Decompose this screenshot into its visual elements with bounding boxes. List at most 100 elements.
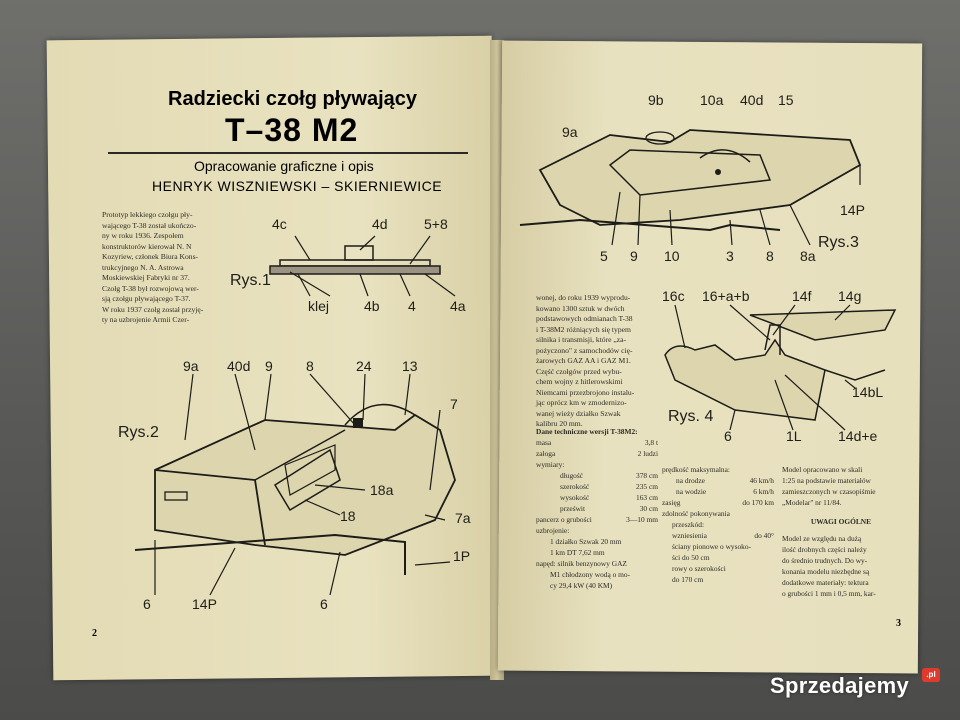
model-note-line: zamieszczonych w czasopiśmie — [782, 487, 876, 496]
fig3-label: 3 — [726, 248, 734, 264]
title-line1: Radziecki czołg pływający — [168, 88, 417, 110]
title-line2: T–38 M2 — [225, 112, 359, 148]
notes-line: ilość drobnych części należy — [782, 545, 867, 554]
body-line: kowano 1300 sztuk w dwóch — [536, 303, 625, 313]
body-line: silnika i transmisji, które „za- — [536, 335, 627, 344]
figure-4-drawing — [664, 304, 897, 431]
watermark-badge: .pl — [922, 668, 940, 682]
fig1-label: 5+8 — [424, 216, 448, 232]
fig2-label: 13 — [402, 358, 418, 374]
watermark-text: Sprzedajemy — [770, 673, 910, 698]
fig3-label: 15 — [778, 92, 794, 108]
tech-row: prędkość maksymalna: — [662, 465, 730, 474]
figure-2-drawing — [134, 373, 456, 596]
fig3-label: 10a — [700, 92, 724, 108]
body-line: kalibru 20 mm. — [536, 419, 583, 428]
tech-heading: Dane techniczne wersji T-38M2: — [536, 427, 638, 436]
fig2-label: 18 — [340, 508, 356, 524]
fig3-label: 9 — [630, 248, 638, 264]
model-note-line: 1:25 na podstawie materiałów — [782, 476, 871, 485]
model-note-line: „Modelar" nr 11/84. — [782, 498, 842, 507]
fig2-label: 40d — [227, 358, 251, 374]
title-rule — [108, 152, 468, 154]
fig2-label: 24 — [356, 358, 372, 374]
fig1-label: 4d — [372, 216, 388, 232]
model-note-line: Model opracowano w skali — [782, 465, 863, 474]
notes-line: Model ze względu na dużą — [782, 534, 862, 543]
intro-line: ny w roku 1936. Zespołem — [102, 231, 184, 240]
figure-1-drawing — [269, 235, 456, 297]
tech-data-col3: Model opracowano w skali 1:25 na podstaw… — [782, 464, 900, 599]
tech-row: cy 29,4 kW (40 KM) — [550, 581, 613, 590]
intro-line: Moskiewskiej Fabryki nr 37. — [102, 273, 190, 282]
intro-line: Prototyp lekkiego czołgu pły- — [102, 210, 193, 219]
left-page-number: 2 — [92, 628, 97, 639]
tech-row: do 170 cm — [672, 575, 704, 584]
tech-row: rowy o szerokości — [672, 564, 726, 573]
tech-row: M1 chłodzony wodą o mo- — [550, 570, 631, 579]
fig1-caption: Rys.1 — [230, 272, 271, 289]
body-line: chem wojny z hitlerowskimi — [536, 377, 623, 386]
body-line: wonej, do roku 1939 wyprodu- — [536, 293, 631, 302]
body-line: i T-38M2 różniących się typem — [536, 324, 631, 334]
body-line: podstawowych odmianach T-38 — [536, 314, 633, 323]
tech-row: przeszkód: — [672, 520, 705, 529]
intro-line: ty na uzbrojenie Armii Czer- — [102, 315, 190, 324]
body-line: jąc oprócz km w zmodernizo- — [536, 398, 627, 407]
fig4-label: 14f — [792, 288, 812, 304]
notes-line: o grubości 1 mm i 0,5 mm, kar- — [782, 589, 876, 598]
tech-row: ściany pionowe o wysoko- — [672, 542, 752, 551]
fig2-label: 1P — [453, 548, 471, 564]
fig3-label: 8a — [800, 248, 816, 264]
body-line: Niemcami przezbrojono instalu- — [536, 387, 635, 397]
fig1-label: klej — [308, 298, 330, 314]
fig3-caption: Rys.3 — [818, 234, 859, 251]
intro-line: sją czołgu pływającego T-37. — [102, 294, 191, 303]
body-line: żarowych GAZ AA i GAZ M1. — [536, 356, 631, 365]
fig4-label: 14d+e — [838, 428, 878, 444]
fig2-label: 7 — [450, 396, 458, 412]
intro-paragraph: Prototyp lekkiego czołgu pły- wającego T… — [102, 210, 247, 326]
fig1-label: 4a — [450, 298, 466, 314]
fig1-label: 4b — [364, 298, 380, 314]
fig2-label: 18a — [370, 482, 394, 498]
body-line: Część czołgów przed wybu- — [536, 366, 622, 376]
fig2-label: 8 — [306, 358, 314, 374]
intro-line: wającego T-38 został ukończo- — [102, 220, 197, 230]
notes-line: dodatkowe materiały: tektura — [782, 578, 869, 587]
tech-row: 1 działko Szwak 20 mm — [550, 537, 622, 546]
notes-line: konania modelu niezbędne są — [782, 567, 870, 576]
fig2-label: 9 — [265, 358, 273, 374]
fig1-label: 4c — [272, 216, 287, 232]
intro-line: konstruktorów kierował N. N — [102, 241, 192, 251]
fig3-label: 5 — [600, 248, 608, 264]
fig4-label: 14bL — [852, 384, 884, 400]
fig4-label: 6 — [724, 428, 732, 444]
body-paragraph: wonej, do roku 1939 wyprodu- kowano 1300… — [536, 293, 648, 430]
fig3-label: 9b — [648, 92, 664, 108]
subtitle-line1: Opracowanie graficzne i opis — [194, 158, 374, 174]
tech-row: ści do 50 cm — [672, 553, 710, 562]
intro-line: trukcyjnego N. A. Astrowa — [102, 262, 184, 272]
fig2-label: 14P — [192, 596, 217, 612]
fig4-label: 16c — [662, 288, 685, 304]
fig2-label: 9a — [183, 358, 199, 374]
fig3-label: 8 — [766, 248, 774, 264]
fig3-label: 40d — [740, 92, 764, 108]
subtitle-line2: HENRYK WISZNIEWSKI – SKIERNIEWICE — [152, 178, 443, 194]
fig4-label: 1L — [786, 428, 802, 444]
fig2-label: 6 — [320, 596, 328, 612]
fig2-caption: Rys.2 — [118, 424, 159, 441]
